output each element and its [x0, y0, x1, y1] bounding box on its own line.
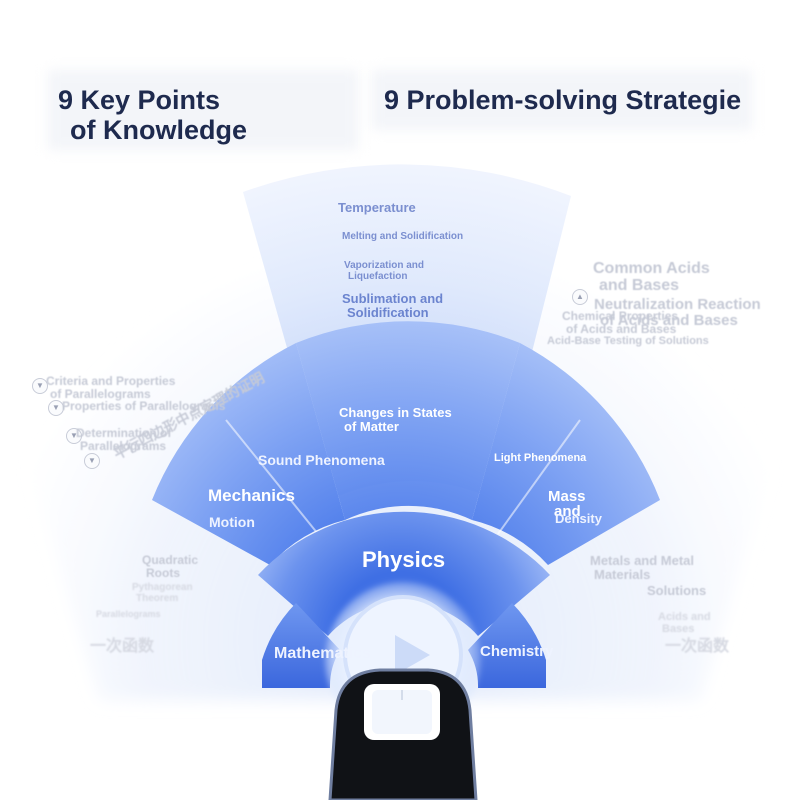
fan-divider — [225, 419, 319, 535]
label-mass-and-density: Mass and — [548, 489, 586, 519]
label-acids-small-line2: Bases — [662, 622, 695, 635]
label-vaporization: Vaporization and Liquefaction — [344, 260, 425, 282]
label-determination-line2: Parallelograms — [80, 438, 167, 453]
key-points-heading-line2: of Knowledge — [70, 115, 247, 145]
label-determination: Determination of Parallelograms — [76, 427, 171, 452]
marker-icon-1: ▼ — [32, 378, 48, 394]
label-sound-phenomena: Sound Phenomena — [258, 452, 385, 468]
label-acids-small-line1: Acids and — [658, 611, 711, 623]
fan-divider — [497, 419, 581, 535]
key-points-heading-line1: 9 Key Points — [58, 85, 221, 115]
label-acid-base-testing: Acid-Base Testing of Solutions — [547, 335, 709, 347]
label-pythagorean-line2: Theorem — [136, 592, 179, 604]
label-common-acids-line2: and Bases — [599, 276, 680, 294]
marker-icon-3: ▼ — [66, 428, 82, 444]
physics-sector — [258, 511, 550, 636]
label-metals-line2: Materials — [594, 566, 651, 582]
label-metals-line1: Metals and Metal — [590, 553, 695, 568]
label-of-acids-and-bases: of Acids and Bases — [600, 312, 738, 329]
label-chinese-right: 一次函数 — [665, 636, 730, 655]
label-neutralization: Neutralization Reaction — [594, 296, 761, 313]
strategies-heading: 9 Problem-solving Strategie — [384, 85, 742, 115]
label-light-phenomena: Light Phenomena — [494, 452, 587, 464]
label-determination-line1: Determination of — [76, 426, 172, 440]
label-common-acids: Common Acids and Bases — [593, 260, 710, 295]
label-chem-props-line1: Chemical Properties — [562, 309, 679, 323]
label-physics: Physics — [362, 547, 446, 572]
label-chinese-left: 一次函数 — [90, 636, 155, 655]
label-quadratic-line2: Roots — [146, 565, 180, 580]
middle-fan-right — [472, 343, 660, 565]
label-changes-in-states: Changes in States of Matter — [339, 406, 452, 433]
label-criteria: Criteria and Properties of Parallelogram… — [46, 375, 175, 400]
label-common-acids-line1: Common Acids — [593, 260, 710, 277]
label-density: Density — [555, 511, 602, 526]
label-mass-line2: and — [554, 503, 581, 520]
label-quadratic-line1: Quadratic — [142, 553, 199, 567]
label-chem-props-line2: of Acids and Bases — [566, 321, 677, 336]
label-melting: Melting and Solidification — [342, 231, 464, 242]
marker-icon-4: ▼ — [84, 453, 100, 469]
device-screen-panel — [372, 690, 432, 734]
label-parallelograms-small: Parallelograms — [96, 609, 161, 619]
label-criteria-line2: of Parallelograms — [50, 386, 151, 401]
label-pythagorean: Pythagorean Theorem — [132, 582, 193, 604]
label-mechanics: Mechanics — [208, 486, 295, 505]
label-changes-line1: Changes in States — [339, 405, 452, 420]
label-chemical-properties: Chemical Properties of Acids and Bases — [562, 310, 678, 335]
label-mathematics: Mathematics — [274, 645, 371, 662]
key-points-heading: 9 Key Points of Knowledge — [58, 85, 247, 145]
triangle-marker-icon: ▲ — [572, 289, 588, 305]
headline-backdrop-right — [372, 70, 752, 130]
label-vaporization-line1: Vaporization and — [344, 260, 425, 271]
chemistry-sector — [468, 603, 546, 688]
label-criteria-line1: Criteria and Properties — [46, 374, 176, 388]
headline-backdrop-left — [48, 70, 358, 150]
label-metals: Metals and Metal Materials — [590, 554, 694, 581]
play-triangle-icon — [395, 635, 430, 675]
label-mass-line1: Mass — [548, 488, 586, 505]
label-sublimation: Sublimation and Solidification — [342, 292, 443, 319]
middle-fan-left — [152, 343, 345, 565]
label-sublimation-line1: Sublimation and — [342, 291, 444, 306]
label-motion: Motion — [209, 514, 255, 530]
middle-fan-center — [296, 321, 520, 520]
label-temperature: Temperature — [338, 200, 416, 215]
label-quadratic-roots: Quadratic Roots — [142, 554, 198, 579]
label-solutions: Solutions — [647, 583, 707, 598]
marker-icon-2: ▼ — [48, 400, 64, 416]
label-acids-and-bases-small: Acids and Bases — [658, 611, 711, 635]
label-pythagorean-line1: Pythagorean — [132, 582, 193, 593]
label-changes-line2: of Matter — [344, 418, 399, 434]
label-properties-parallelograms: Properties of Parallelograms — [62, 399, 226, 413]
label-sublimation-line2: Solidification — [347, 304, 429, 320]
label-chemistry: Chemistry — [480, 643, 554, 660]
mathematics-sector — [262, 603, 340, 688]
label-vaporization-line2: Liquefaction — [348, 270, 408, 282]
